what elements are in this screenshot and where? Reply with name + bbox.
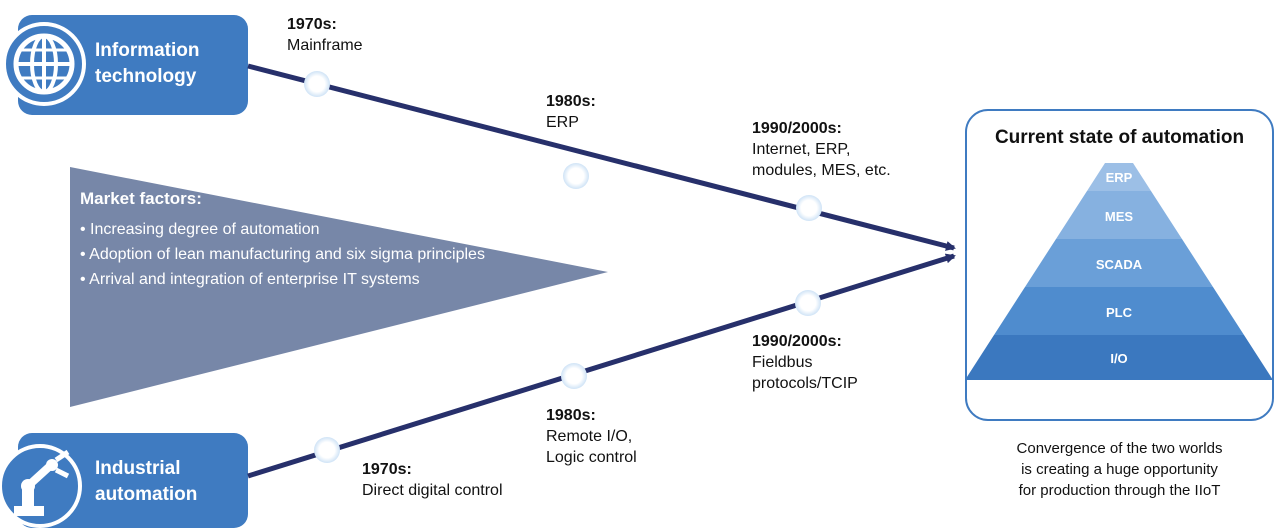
tier-label-plc: PLC — [1106, 305, 1132, 320]
milestone-text: Fieldbus — [752, 354, 813, 371]
ia-timeline-line — [247, 253, 956, 479]
tier-label-io: I/O — [1110, 351, 1128, 366]
milestone-era: 1980s: — [546, 93, 596, 110]
it-milestone-1990s: 1990/2000s: Internet, ERP, modules, MES,… — [752, 118, 891, 181]
panel-title: Current state of automation — [994, 127, 1245, 148]
globe-icon — [2, 22, 86, 106]
milestone-era: 1970s: — [287, 16, 337, 33]
ia-node-1980s — [561, 363, 587, 389]
milestone-era: 1970s: — [362, 461, 412, 478]
caption-line: for production through the IIoT — [1018, 482, 1221, 499]
tier-label-mes: MES — [1104, 209, 1134, 224]
tier-label-scada: SCADA — [1095, 257, 1143, 272]
it-box-label: Information technology — [95, 38, 200, 90]
milestone-era: 1990/2000s: — [752, 120, 842, 137]
it-node-1990s — [796, 195, 822, 221]
pyramid-tier-scada — [1025, 239, 1213, 287]
it-node-1980s — [563, 163, 589, 189]
ia-label-line2: automation — [95, 484, 198, 505]
it-milestone-1980s: 1980s: ERP — [546, 91, 596, 133]
market-factor-item: • Arrival and integration of enterprise … — [80, 271, 420, 288]
pyramid-tier-plc — [994, 287, 1244, 335]
market-factor-item: • Increasing degree of automation — [80, 221, 320, 238]
pyramid-tier-erp — [1087, 163, 1151, 191]
it-label-line2: technology — [95, 66, 197, 87]
caption-line: is creating a huge opportunity — [1021, 461, 1218, 478]
caption-line: Convergence of the two worlds — [1016, 440, 1223, 457]
milestone-text: Remote I/O, — [546, 428, 633, 445]
market-factor-item: • Adoption of lean manufacturing and six… — [80, 246, 485, 263]
ia-node-1970s — [314, 437, 340, 463]
milestone-text: modules, MES, etc. — [752, 162, 891, 179]
milestone-text: Internet, ERP, — [752, 141, 851, 158]
market-factors-wedge — [70, 167, 608, 407]
ia-node-1990s — [795, 290, 821, 316]
tier-label-erp: ERP — [1105, 170, 1133, 185]
convergence-caption: Convergence of the two worlds is creatin… — [968, 438, 1271, 501]
ia-box-label: Industrial automation — [95, 456, 197, 508]
pyramid-tier-io — [965, 335, 1273, 380]
it-label-line1: Information — [95, 40, 200, 61]
milestone-text: Direct digital control — [362, 482, 503, 499]
market-factors-title: Market factors: — [80, 189, 202, 208]
it-milestone-1970s: 1970s: Mainframe — [287, 14, 363, 56]
milestone-era: 1990/2000s: — [752, 333, 842, 350]
ia-label-line1: Industrial — [95, 458, 181, 479]
milestone-text: protocols/TCIP — [752, 375, 858, 392]
milestone-text: Mainframe — [287, 37, 363, 54]
robot-arm-icon — [0, 444, 82, 528]
ia-milestone-1980s: 1980s: Remote I/O, Logic control — [546, 405, 637, 468]
it-node-1970s — [304, 71, 330, 97]
it-timeline-line — [247, 63, 956, 251]
milestone-text: ERP — [546, 114, 579, 131]
ia-milestone-1970s: 1970s: Direct digital control — [362, 459, 503, 501]
milestone-era: 1980s: — [546, 407, 596, 424]
market-factors-list: Market factors: • Increasing degree of a… — [80, 186, 600, 292]
pyramid-tier-mes — [1056, 191, 1182, 239]
ia-milestone-1990s: 1990/2000s: Fieldbus protocols/TCIP — [752, 331, 858, 394]
milestone-text: Logic control — [546, 449, 637, 466]
